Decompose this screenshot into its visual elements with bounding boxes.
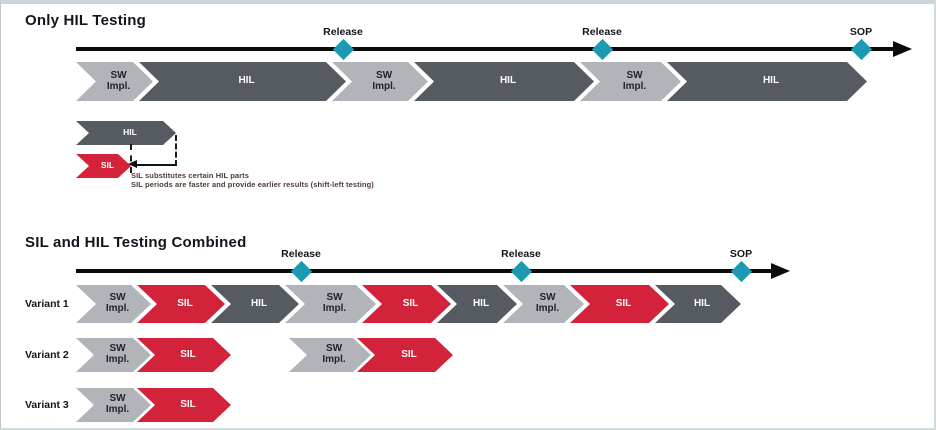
milestone-label: Release: [501, 248, 541, 260]
section2-title: SIL and HIL Testing Combined: [25, 234, 247, 251]
phase-label: SW Impl.: [105, 343, 130, 365]
milestone-label: Release: [281, 248, 321, 260]
phase-label: SW Impl.: [105, 393, 130, 415]
phase-label: HIL: [123, 127, 137, 138]
phase-label: HIL: [693, 297, 711, 309]
phase-chevron-red: SIL: [357, 338, 453, 372]
milestone-diamond-icon: [332, 38, 354, 60]
legend-dash-line: [130, 144, 132, 173]
milestone-label: SOP: [849, 26, 873, 38]
milestone-label: Release: [582, 26, 622, 38]
phase-label: HIL: [238, 75, 255, 87]
phase-label: HIL: [250, 297, 268, 309]
phase-label: SW Impl.: [372, 69, 396, 92]
phase-label: SIL: [177, 297, 193, 309]
legend-note: SIL substitutes certain HIL parts SIL pe…: [131, 171, 374, 190]
timeline-arrowhead-icon: [771, 263, 790, 279]
phase-label: SIL: [615, 297, 632, 309]
section1-title: Only HIL Testing: [25, 12, 146, 29]
phase-chevron-light: SW Impl.: [76, 338, 151, 372]
phase-chevron-light: SW Impl.: [289, 338, 371, 372]
phase-label: SIL: [180, 348, 196, 360]
milestone-label: Release: [323, 26, 363, 38]
variant-row-label: Variant 1: [25, 298, 69, 310]
milestone-diamond-icon: [850, 38, 872, 60]
timeline-arrowhead-icon: [893, 41, 912, 57]
legend-note-line1: SIL substitutes certain HIL parts: [131, 171, 250, 180]
legend-arrow-left-icon: [128, 160, 137, 168]
milestone-diamond-icon: [510, 260, 532, 282]
phase-label: SIL: [401, 348, 417, 360]
phase-label: HIL: [472, 297, 490, 309]
phase-label: SW Impl.: [622, 69, 647, 92]
phase-chevron-red: SIL: [76, 154, 131, 178]
phase-chevron-light: SW Impl.: [580, 62, 681, 101]
phase-label: HIL: [499, 75, 517, 87]
phase-label: SW Impl.: [535, 292, 560, 314]
milestone-diamond-icon: [730, 260, 752, 282]
phase-chevron-light: SW Impl.: [76, 62, 153, 101]
phase-label: HIL: [762, 75, 780, 87]
variant-row-label: Variant 3: [25, 399, 69, 411]
variant-row-label: Variant 2: [25, 349, 69, 361]
phase-chevron-light: SW Impl.: [332, 62, 428, 101]
timeline-line: [76, 269, 771, 273]
phase-label: SW Impl.: [322, 292, 347, 314]
milestone-diamond-icon: [591, 38, 613, 60]
legend-connector-line: [136, 164, 176, 166]
phase-label: SW Impl.: [322, 343, 346, 365]
phase-chevron-light: SW Impl.: [76, 285, 151, 323]
phase-label: SW Impl.: [105, 292, 130, 314]
phase-label: SIL: [180, 398, 196, 410]
milestone-diamond-icon: [290, 260, 312, 282]
phase-label: SIL: [100, 160, 115, 171]
milestone-label: SOP: [729, 248, 753, 260]
legend-dash-line: [175, 135, 177, 166]
phase-chevron-red: SIL: [570, 285, 669, 323]
phase-chevron-light: SW Impl.: [76, 388, 151, 422]
phase-chevron-red: SIL: [137, 388, 231, 422]
legend-note-line2: SIL periods are faster and provide earli…: [131, 180, 374, 190]
phase-chevron-red: SIL: [137, 338, 231, 372]
phase-chevron-dark: HIL: [76, 121, 176, 145]
phase-chevron-dark: HIL: [667, 62, 867, 101]
timeline-line: [76, 47, 893, 51]
phase-chevron-dark: HIL: [414, 62, 594, 101]
phase-label: SW Impl.: [106, 69, 131, 92]
phase-chevron-dark: HIL: [139, 62, 346, 101]
phase-label: SIL: [402, 297, 419, 309]
